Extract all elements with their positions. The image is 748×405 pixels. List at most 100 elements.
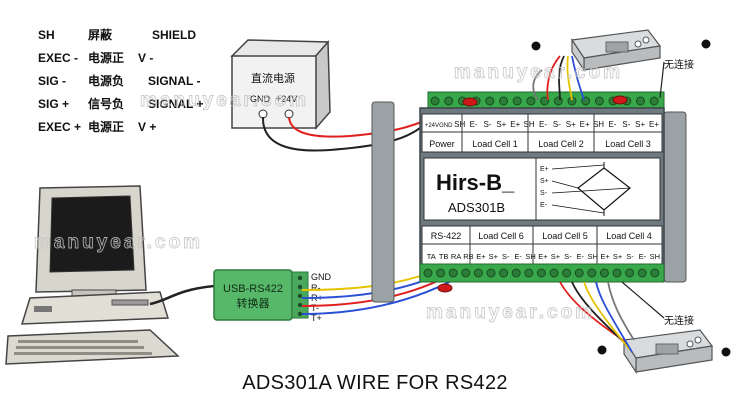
- terminal-label: E-: [470, 120, 478, 129]
- power-gnd-label: GND: [250, 94, 271, 104]
- terminal-label: RA: [451, 252, 461, 261]
- terminal-screw: [594, 96, 604, 106]
- terminal-screw: [512, 96, 522, 106]
- terminal-label: E+: [600, 252, 610, 261]
- group-label: Load Cell 6: [478, 231, 524, 241]
- terminal-screw: [485, 96, 495, 106]
- terminal-screw: [499, 268, 509, 278]
- bridge-label: S+: [540, 178, 549, 185]
- terminal-screw: [473, 268, 483, 278]
- pin-label: T+: [311, 313, 322, 323]
- group-label: Load Cell 4: [606, 231, 652, 241]
- terminal-screw: [574, 268, 584, 278]
- svg-text:manuyear.com: manuyear.com: [426, 302, 595, 323]
- bottom-terminal-screws: [423, 268, 660, 278]
- terminal-screw: [448, 268, 458, 278]
- terminal-label: S-: [626, 252, 634, 261]
- terminal-label: SH: [650, 252, 660, 261]
- terminal-screw: [650, 268, 660, 278]
- terminal-label: E+: [538, 252, 548, 261]
- terminal-label: S-: [553, 120, 561, 129]
- terminal-screw: [526, 96, 536, 106]
- pin-label: T-: [311, 303, 319, 313]
- terminal-screw: [637, 268, 647, 278]
- svg-text:manuyear.com: manuyear.com: [140, 90, 309, 111]
- terminal-label: S+: [566, 120, 576, 129]
- group-label: Load Cell 2: [538, 139, 584, 149]
- terminal-screw: [549, 268, 559, 278]
- bridge-label: S-: [540, 190, 548, 197]
- bridge-label: E-: [540, 202, 548, 209]
- svg-text:manuyear.com: manuyear.com: [454, 62, 623, 83]
- load-cell-bottom: [622, 329, 714, 374]
- terminal-screw: [587, 268, 597, 278]
- terminal-label: S-: [502, 252, 510, 261]
- computer-icon: [5, 185, 180, 365]
- terminal-screw: [612, 268, 622, 278]
- terminal-screw: [636, 96, 645, 106]
- terminal-label: S+: [496, 120, 506, 129]
- dc-power-supply: 直流电源 GND +24V: [230, 39, 331, 130]
- terminal-label: E+: [580, 120, 590, 129]
- no-connect-label-top: 无连接: [664, 58, 694, 71]
- terminal-screw: [536, 268, 546, 278]
- terminal-label: E-: [608, 120, 616, 129]
- terminal-label: S+: [635, 120, 645, 129]
- load-cell-bottom-wires: [559, 281, 635, 353]
- terminal-screw: [649, 96, 659, 106]
- terminal-label: E+: [510, 120, 520, 129]
- terminal-label: RB: [463, 252, 473, 261]
- terminal-label: S+: [551, 252, 561, 261]
- terminal-screw: [625, 268, 635, 278]
- terminal-label: +24V: [425, 123, 439, 129]
- terminal-screw: [486, 268, 496, 278]
- power-24v-label: +24V: [276, 94, 297, 104]
- group-label: RS-422: [431, 231, 462, 241]
- terminal-screw: [423, 268, 433, 278]
- terminal-screw: [553, 96, 563, 106]
- terminal-label: E-: [577, 252, 585, 261]
- module-brand: Hirs-B_: [436, 170, 515, 195]
- terminal-screw: [511, 268, 521, 278]
- terminal-screw: [562, 268, 572, 278]
- power-supply-title: 直流电源: [251, 71, 295, 85]
- terminal-label: E-: [539, 120, 547, 129]
- watermark: manuyear.com manuyear.com manuyear.com m…: [34, 62, 623, 324]
- terminal-label: SH: [587, 252, 597, 261]
- terminal-screw: [436, 268, 446, 278]
- pin-label: GND: [311, 272, 332, 282]
- usb-cable: [149, 284, 215, 306]
- terminal-label: E+: [649, 120, 659, 129]
- terminal-screw: [540, 96, 550, 106]
- terminal-screw: [599, 268, 609, 278]
- converter-label-cn: 转换器: [237, 296, 270, 310]
- bridge-label: E+: [540, 166, 549, 173]
- pin-label: R-: [311, 283, 321, 293]
- group-label: Power: [429, 139, 455, 149]
- terminal-label: SH: [593, 120, 604, 129]
- terminal-label: E-: [514, 252, 522, 261]
- diagram-caption: ADS301A WIRE FOR RS422: [242, 372, 508, 394]
- terminal-label: E+: [476, 252, 486, 261]
- terminal-label: E-: [639, 252, 647, 261]
- terminal-label: S-: [622, 120, 630, 129]
- terminal-label: SH: [525, 252, 535, 261]
- module-model: ADS301B: [448, 200, 505, 215]
- terminal-label: SH: [524, 120, 535, 129]
- terminal-label: S+: [613, 252, 623, 261]
- terminal-label: S-: [564, 252, 572, 261]
- usb-rs422-converter: USB-RS422 转换器: [213, 269, 309, 321]
- group-label: Load Cell 5: [542, 231, 588, 241]
- no-connect-label-bottom: 无连接: [664, 314, 694, 327]
- mount-dot-markers: [531, 39, 731, 357]
- terminal-screw: [444, 96, 454, 106]
- group-label: Load Cell 1: [472, 139, 518, 149]
